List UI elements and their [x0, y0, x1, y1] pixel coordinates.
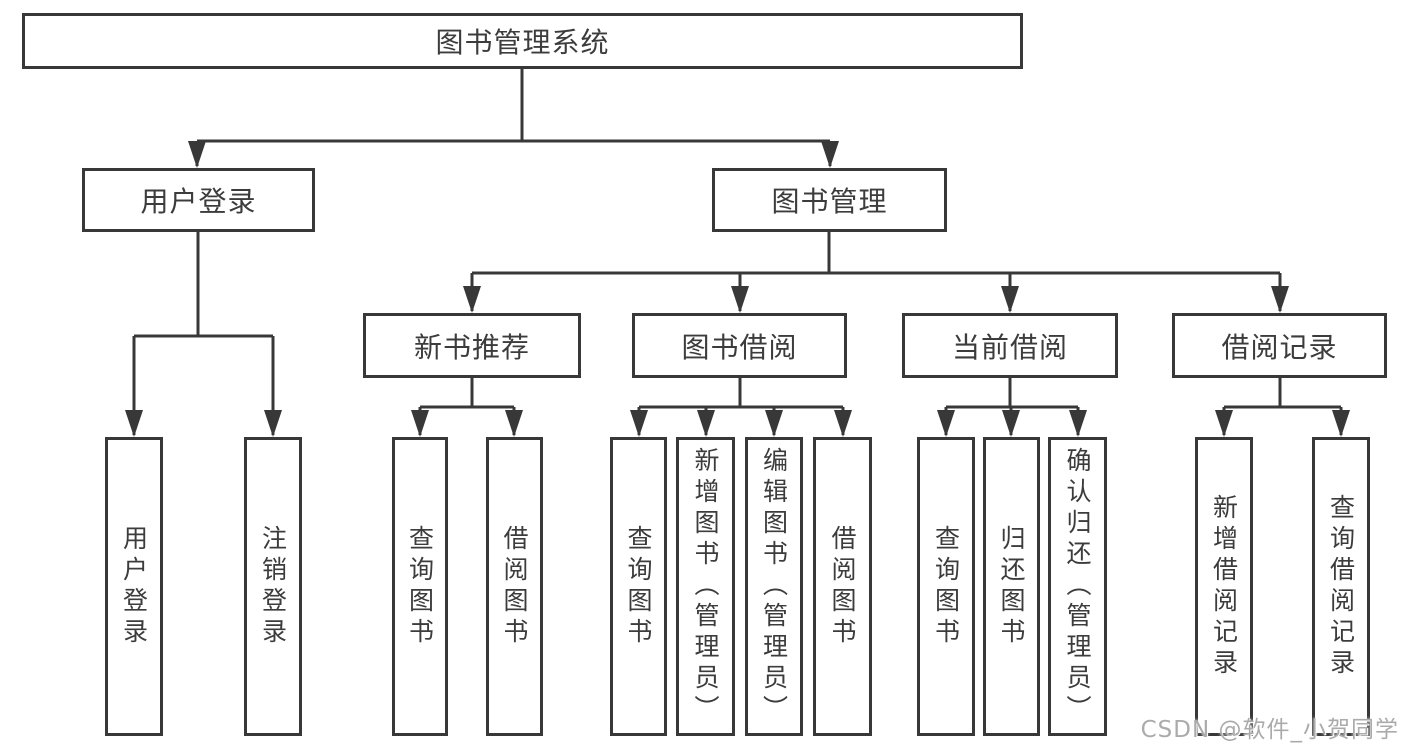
- leaf-confirm-return-admin: 确认归还（管理员）: [1048, 437, 1107, 736]
- leaf-query-books-1: 查询图书: [392, 437, 448, 736]
- node-book-borrowing: 图书借阅: [632, 313, 847, 378]
- node-current-borrowing: 当前借阅: [902, 313, 1118, 378]
- leaf-user-login: 用户登录: [105, 437, 163, 736]
- connector-lines: [132, 69, 1343, 435]
- csdn-watermark: CSDN @软件_小贺同学: [1140, 717, 1399, 743]
- leaf-edit-book-admin: 编辑图书（管理员）: [745, 437, 803, 736]
- leaf-logout-login: 注销登录: [244, 437, 302, 736]
- node-user-login: 用户登录: [82, 168, 315, 232]
- leaf-query-borrow-record: 查询借阅记录: [1312, 437, 1370, 736]
- leaf-add-book-admin: 新增图书（管理员）: [676, 437, 735, 736]
- node-book-management: 图书管理: [712, 168, 947, 232]
- leaf-borrow-books-1: 借阅图书: [486, 437, 543, 736]
- leaf-query-books-2: 查询图书: [610, 437, 667, 736]
- node-root: 图书管理系统: [22, 13, 1023, 69]
- leaf-return-books: 归还图书: [983, 437, 1040, 736]
- leaf-query-books-3: 查询图书: [917, 437, 975, 736]
- node-new-book-recommend: 新书推荐: [363, 313, 581, 378]
- node-borrowing-records: 借阅记录: [1172, 313, 1387, 378]
- arrowheads: [125, 141, 1350, 437]
- leaf-borrow-books-2: 借阅图书: [813, 437, 872, 736]
- leaf-add-borrow-record: 新增借阅记录: [1195, 437, 1253, 736]
